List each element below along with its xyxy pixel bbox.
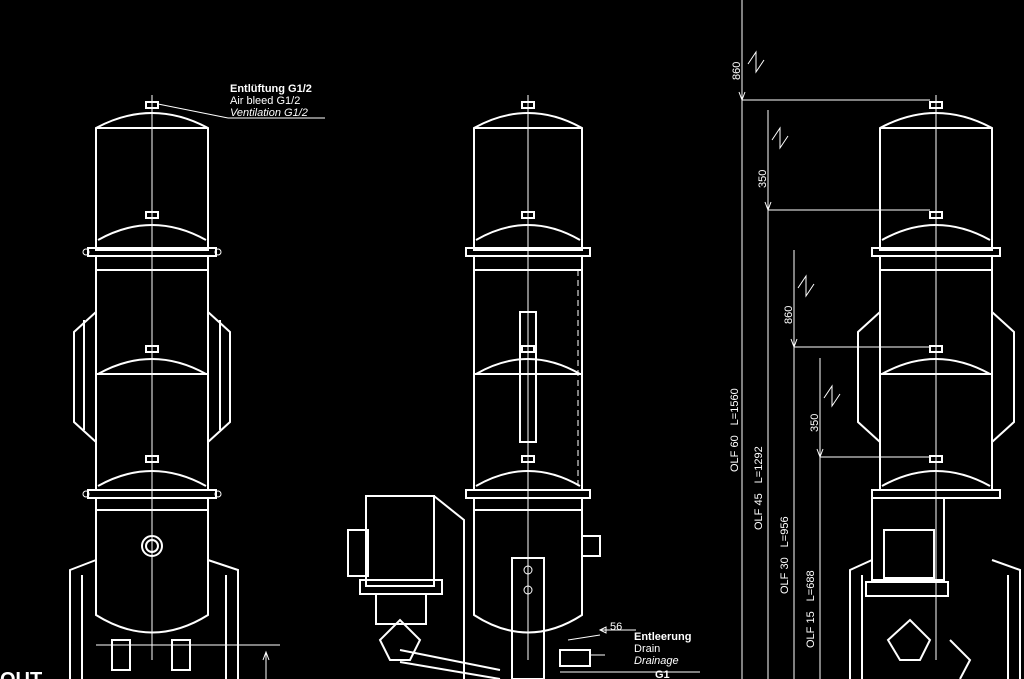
model-label-olf30: OLF 30L=956: [779, 516, 791, 594]
air-bleed-annotation: Entlüftung G1/2 Air bleed G1/2 Ventilati…: [157, 83, 325, 119]
dim-spacing-a: 860: [731, 62, 743, 80]
drain-en: Drain: [634, 643, 660, 655]
model-label-olf15: OLF 15L=688: [805, 570, 817, 648]
drain-offset: 56: [610, 621, 622, 633]
drain-de: Entleerung: [634, 631, 691, 643]
filter-left-view: [69, 95, 280, 679]
filter-middle-view: [347, 95, 700, 679]
dim-spacing-b: 350: [757, 170, 769, 188]
drain-thread: G1: [655, 669, 670, 679]
air-bleed-fr: Ventilation G1/2: [230, 107, 308, 119]
dimension-chain: 860 350 860 350 OLF 60L=1560 OLF 45L=129…: [729, 0, 930, 679]
drain-fr: Drainage: [634, 655, 679, 667]
cut-label: OUT: [0, 669, 42, 679]
model-label-olf60: OLF 60L=1560: [729, 388, 741, 472]
filter-right-view: [849, 95, 1021, 679]
air-bleed-en: Air bleed G1/2: [230, 95, 300, 107]
dim-spacing-d: 350: [809, 414, 821, 432]
air-bleed-de: Entlüftung G1/2: [230, 83, 312, 95]
drain-annotation: 56 Entleerung Drain Drainage G1: [598, 621, 691, 679]
model-label-olf45: OLF 45L=1292: [753, 446, 765, 530]
dim-spacing-c: 860: [783, 306, 795, 324]
